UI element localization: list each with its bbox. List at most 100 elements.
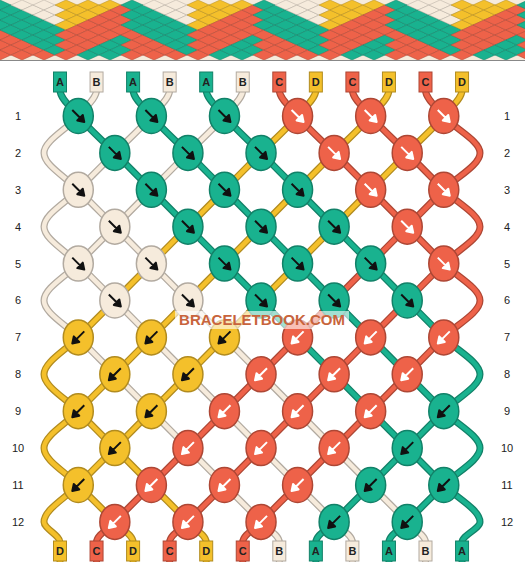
knot-body	[100, 431, 130, 466]
strand	[44, 72, 352, 562]
knot-body	[392, 504, 422, 539]
knot	[429, 99, 459, 134]
knot-arrow	[72, 331, 84, 343]
knot-arrow	[182, 221, 194, 233]
knot-body	[246, 209, 276, 244]
strand-end	[127, 541, 140, 561]
knot-body	[100, 209, 130, 244]
row-number: 2	[504, 147, 510, 159]
strand-letter: D	[129, 545, 137, 557]
strand-letter: D	[56, 545, 64, 557]
row-number: 1	[504, 110, 510, 122]
knot	[246, 135, 276, 170]
strand-end	[273, 72, 286, 92]
knot-arrow	[365, 405, 377, 417]
watermark: BRACELETBOOK.COM	[175, 311, 349, 330]
bracelet-preview	[0, 0, 525, 60]
strand-letter: B	[239, 76, 247, 88]
knot-arrow	[365, 184, 377, 196]
knot-body	[283, 99, 313, 134]
knot-body	[100, 357, 130, 392]
knot-arrow	[438, 405, 450, 417]
knot-body	[63, 468, 93, 503]
strand-end	[54, 541, 67, 561]
strand-outline	[44, 72, 389, 562]
knot-arrow	[292, 110, 304, 122]
knot	[356, 172, 386, 207]
strand-outline	[44, 72, 462, 562]
strand-end	[273, 541, 286, 561]
knot-body	[319, 209, 349, 244]
knot-arrow	[182, 295, 194, 307]
knot-arrow	[292, 405, 304, 417]
knot-arrow	[365, 479, 377, 491]
knot-arrow	[328, 516, 340, 528]
knot-arrow	[255, 147, 267, 159]
knot	[173, 135, 203, 170]
strand-letter: D	[385, 76, 393, 88]
knot-body	[136, 320, 166, 355]
strand-outline	[60, 72, 480, 562]
knot	[429, 468, 459, 503]
knot	[246, 431, 276, 466]
knot-arrow	[145, 479, 157, 491]
knot-arrow	[145, 331, 157, 343]
preview-ground	[0, 0, 525, 60]
knot	[356, 320, 386, 355]
knot-arrow	[72, 110, 84, 122]
knot	[100, 135, 130, 170]
strand-letter: A	[56, 76, 64, 88]
knot	[319, 357, 349, 392]
knot-arrow	[328, 295, 340, 307]
knot-body	[429, 468, 459, 503]
row-number: 7	[504, 331, 510, 343]
knot-arrow	[182, 516, 194, 528]
knot-arrow	[109, 442, 121, 454]
knot-arrow	[218, 479, 230, 491]
knot-arrow	[328, 368, 340, 380]
knot-body	[100, 135, 130, 170]
knot-body	[246, 357, 276, 392]
strand-letter: A	[202, 76, 210, 88]
row-number: 10	[12, 442, 24, 454]
strand-letter: B	[348, 545, 356, 557]
strand-letter: B	[275, 545, 283, 557]
strand-end	[90, 541, 103, 561]
knot	[283, 172, 313, 207]
knot	[136, 246, 166, 281]
knot	[283, 246, 313, 281]
row-number: 5	[504, 258, 510, 270]
strand-letter: D	[202, 545, 210, 557]
knot-body	[392, 283, 422, 318]
knot-body	[392, 135, 422, 170]
knot-arrow	[401, 221, 413, 233]
strand-end	[382, 72, 395, 92]
knot-arrow	[145, 405, 157, 417]
knot-body	[283, 172, 313, 207]
knot-body	[356, 468, 386, 503]
knot-body	[356, 246, 386, 281]
knot-body	[63, 320, 93, 355]
strand	[170, 72, 480, 562]
strand-end	[346, 541, 359, 561]
strand-letter: A	[458, 545, 466, 557]
strand-letter: A	[312, 545, 320, 557]
preview-cell	[517, 50, 525, 60]
knot-arrow	[109, 368, 121, 380]
knot	[209, 172, 239, 207]
knot	[319, 209, 349, 244]
knot	[173, 504, 203, 539]
knot	[63, 320, 93, 355]
knot	[246, 357, 276, 392]
knot-body	[392, 209, 422, 244]
preview-border	[0, 60, 525, 61]
knot-body	[283, 468, 313, 503]
knot-arrow	[365, 331, 377, 343]
strand-letter: C	[166, 545, 174, 557]
knot-body	[173, 135, 203, 170]
knot-arrow	[292, 479, 304, 491]
knot-body	[246, 431, 276, 466]
row-number: 3	[15, 184, 21, 196]
knot	[392, 209, 422, 244]
knot-arrow	[218, 331, 230, 343]
